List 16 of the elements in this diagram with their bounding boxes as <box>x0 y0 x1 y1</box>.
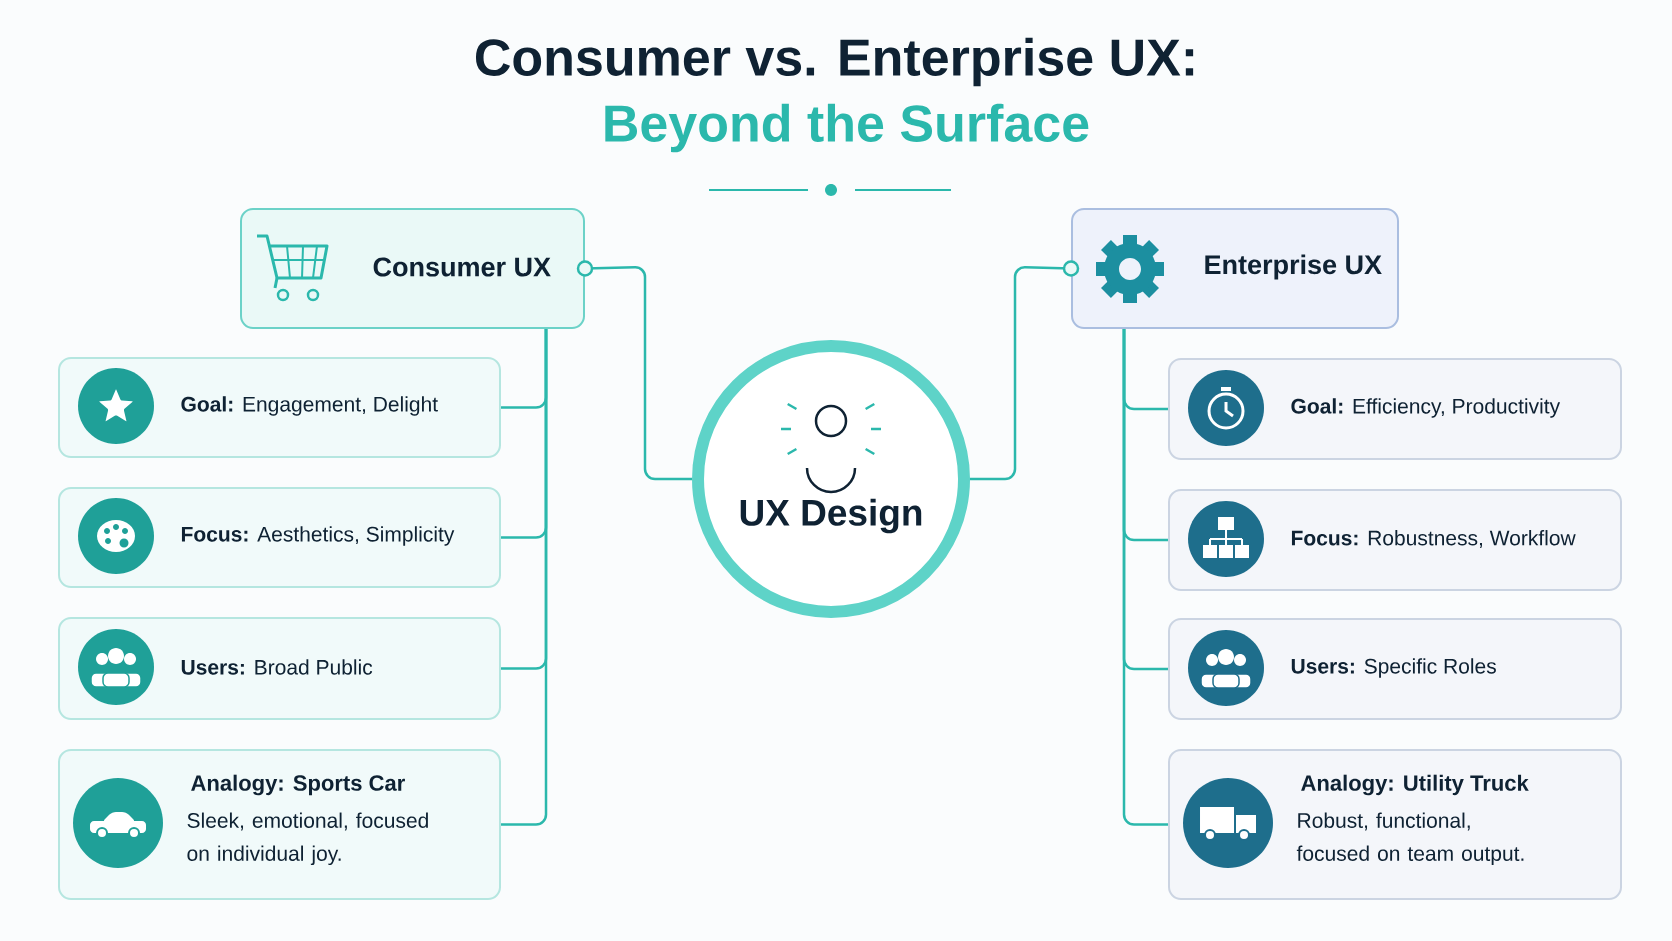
title: Consumer vs. Enterprise UX: <box>475 37 1194 87</box>
info-card: Goal: Engagement, Delight <box>58 357 501 458</box>
connector-line <box>1122 329 1168 826</box>
info-card: Focus: Robustness, Workflow <box>1168 489 1622 591</box>
info-card: Analogy: Sports Car Sleek, emotional, focused on individual joy. <box>58 749 501 900</box>
info-card: Focus: Aesthetics, Simplicity <box>58 487 501 588</box>
connector-line <box>970 260 1080 481</box>
category-box: Consumer UX <box>240 208 585 329</box>
connector-line <box>576 260 692 481</box>
info-card: Goal: Efficiency, Productivity <box>1168 358 1622 460</box>
subtitle: Beyond the Surface <box>605 103 1089 153</box>
info-card: Users: Specific Roles <box>1168 618 1622 720</box>
info-card: Analogy: Utility Truck Robust, functional, focused on team output. <box>1168 749 1622 900</box>
connector-line <box>501 329 548 826</box>
category-box: Enterprise UX <box>1071 208 1399 329</box>
info-card: Users: Broad Public <box>58 617 501 720</box>
